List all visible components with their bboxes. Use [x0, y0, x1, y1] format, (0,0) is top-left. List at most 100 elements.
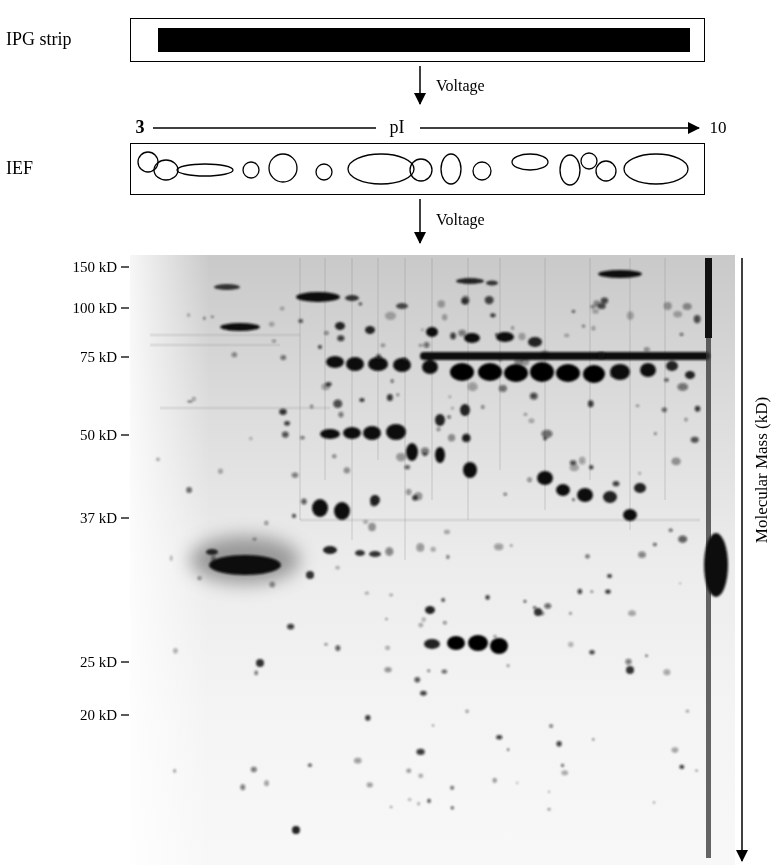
2d-gel-image: [130, 255, 735, 865]
protein-spot: [418, 774, 423, 778]
protein-spot: [421, 329, 424, 332]
protein-spot: [691, 437, 699, 443]
protein-spot: [446, 555, 449, 559]
protein-spot: [269, 322, 275, 327]
protein-spot: [578, 589, 583, 594]
basic-edge-streak: [705, 258, 712, 338]
protein-spot-halo: [190, 536, 300, 584]
protein-spot: [254, 671, 258, 676]
protein-spot: [272, 340, 276, 343]
protein-spot: [249, 437, 252, 441]
protein-spot: [284, 421, 290, 426]
protein-spot: [494, 635, 497, 637]
voltage-arrow: [419, 199, 421, 243]
protein-spot: [448, 434, 455, 442]
protein-spot: [561, 770, 568, 775]
protein-spot: [494, 543, 503, 550]
ph-value: 3: [136, 118, 145, 138]
protein-spot: [569, 612, 572, 615]
protein-spot: [461, 296, 469, 305]
protein-spot: [570, 464, 579, 471]
protein-spot: [187, 400, 193, 402]
protein-spot: [354, 758, 361, 764]
protein-spot: [308, 764, 312, 767]
mass-marker: 25 kD: [80, 654, 117, 671]
protein-spot: [173, 648, 178, 654]
voltage-label: Voltage: [436, 211, 485, 229]
protein-spot: [521, 357, 530, 366]
protein-spot: [442, 314, 447, 320]
protein-spot: [385, 547, 393, 556]
voltage-label: Voltage: [436, 77, 485, 95]
protein-spot: [582, 324, 586, 327]
strip-label: IPG strip: [6, 30, 72, 50]
protein-spot: [443, 621, 447, 624]
protein-spot: [359, 303, 363, 306]
protein-spot: [524, 600, 527, 603]
protein-spot: [549, 724, 553, 728]
protein-spot: [300, 436, 305, 439]
protein-spot: [301, 498, 306, 504]
protein-spot: [592, 326, 596, 331]
protein-spot: [408, 798, 412, 801]
mass-marker: 75 kD: [80, 349, 117, 366]
protein-spot: [367, 783, 373, 788]
protein-spot: [533, 606, 536, 608]
mass-marker: 37 kD: [80, 510, 117, 527]
protein-spot: [607, 574, 612, 578]
protein-spot: [335, 566, 340, 570]
protein-spot: [671, 747, 678, 753]
axis-title: Molecular Mass (kD): [753, 397, 772, 543]
protein-spot: [450, 333, 456, 340]
protein-spot: [679, 765, 684, 769]
protein-spot: [664, 378, 669, 382]
protein-spot: [187, 313, 190, 317]
mass-marker: 150 kD: [72, 259, 117, 276]
protein-spot: [324, 331, 329, 335]
protein-spot: [192, 397, 196, 401]
protein-spot: [279, 409, 287, 415]
protein-spot: [507, 749, 509, 751]
protein-spot: [396, 453, 406, 461]
protein-spot: [589, 650, 594, 654]
protein-spot: [310, 405, 313, 409]
mass-marker: 20 kD: [80, 707, 117, 724]
mass-marker: 50 kD: [80, 427, 117, 444]
protein-spot: [636, 404, 640, 407]
protein-spot: [385, 618, 388, 620]
protein-spot: [510, 544, 513, 547]
protein-spot: [680, 333, 684, 336]
protein-spot: [496, 735, 502, 739]
protein-spot: [590, 305, 595, 308]
protein-spot: [499, 385, 507, 392]
protein-spot: [495, 333, 498, 335]
protein-spot: [679, 583, 681, 585]
protein-spot: [156, 458, 160, 462]
protein-spot: [664, 669, 671, 675]
protein-spot: [337, 335, 344, 341]
protein-spot: [368, 523, 376, 531]
protein-spot: [507, 664, 510, 667]
protein-spot: [547, 808, 550, 811]
protein-spot: [211, 556, 216, 562]
protein-spot: [322, 384, 330, 390]
mass-marker: 100 kD: [72, 300, 117, 317]
protein-spot: [678, 535, 687, 543]
protein-spot: [298, 319, 303, 323]
protein-spot: [653, 801, 655, 803]
ipg-gel-bar: [158, 28, 690, 52]
protein-spot: [232, 352, 238, 357]
protein-spot: [645, 655, 648, 657]
protein-spot: [481, 405, 484, 409]
protein-spot: [695, 770, 697, 772]
protein-spot: [540, 611, 544, 615]
protein-spot: [504, 493, 507, 496]
protein-spot: [451, 407, 454, 410]
protein-spot: [211, 316, 214, 318]
protein-spot: [396, 393, 399, 396]
protein-spot: [568, 642, 574, 647]
protein-spot: [264, 521, 268, 526]
protein-spot: [414, 677, 420, 682]
protein-spot: [390, 806, 392, 808]
